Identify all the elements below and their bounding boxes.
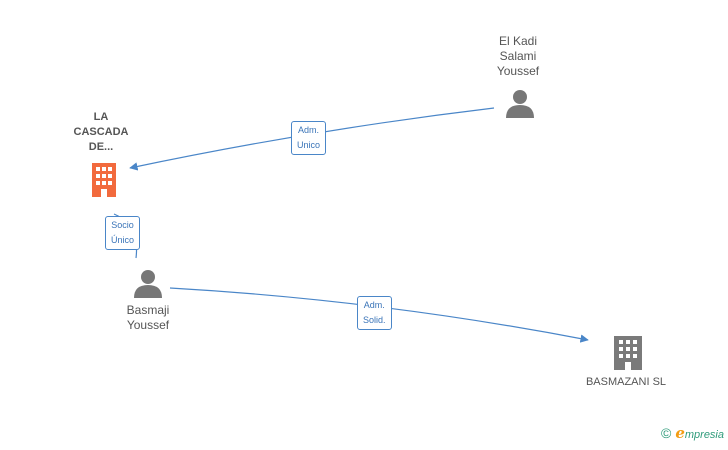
node-label-line: Youssef — [496, 64, 540, 78]
node-label-el-kadi[interactable]: El Kadi Salami Youssef — [480, 34, 556, 79]
copyright-icon: © — [661, 425, 672, 441]
node-label-line: El Kadi — [498, 34, 538, 48]
node-label-line: CASCADA — [73, 126, 129, 138]
building-icon-la-cascada[interactable] — [89, 163, 119, 197]
node-label-line: Salami — [499, 49, 537, 63]
edge-label-adm-solid[interactable]: Adm. Solid. — [357, 296, 392, 330]
building-icon-basmazani[interactable] — [614, 336, 642, 370]
edge-label-adm-unico[interactable]: Adm. Unico — [291, 121, 327, 155]
brand-wordmark: mpresia — [684, 429, 724, 441]
node-label-basmaji[interactable]: Basmaji Youssef — [110, 303, 186, 333]
edge-label-line: Adm. — [363, 300, 385, 310]
edge-label-line: Unico — [297, 140, 321, 150]
node-label-basmazani[interactable]: BASMAZANI SL — [578, 375, 674, 390]
edge-label-line: Socio — [111, 220, 134, 230]
brand-e-mark: e — [675, 424, 685, 442]
edge-label-line: Solid. — [363, 315, 386, 325]
edge-label-socio-unico[interactable]: Socio Único — [105, 216, 141, 250]
node-label-line: Youssef — [126, 318, 170, 332]
node-label-line: Basmaji — [126, 303, 170, 317]
node-label-line: DE... — [88, 141, 114, 153]
node-label-line: BASMAZANI SL — [585, 376, 667, 388]
edge-label-line: Adm. — [298, 125, 320, 135]
person-icon-basmaji[interactable] — [134, 270, 162, 298]
node-label-la-cascada[interactable]: LA CASCADA DE... — [64, 110, 138, 155]
brand-logo: © empresia — [661, 424, 724, 442]
person-icon-el-kadi[interactable] — [506, 90, 534, 118]
node-label-line: LA — [93, 111, 109, 123]
edge-label-line: Único — [111, 235, 135, 245]
